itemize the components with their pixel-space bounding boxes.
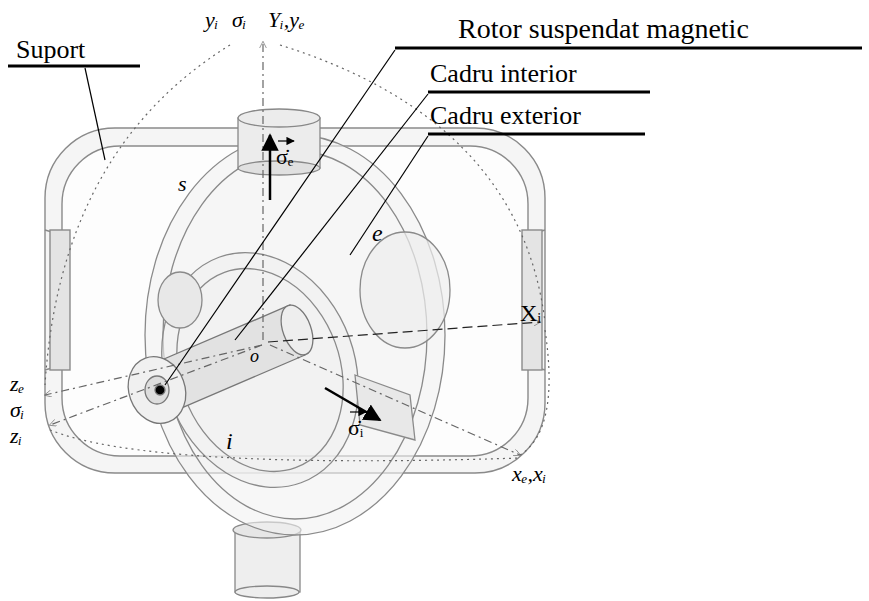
callout-label: Cadru exterior xyxy=(430,102,581,131)
callout-label: Cadru interior xyxy=(430,60,577,89)
rotor xyxy=(119,301,319,432)
top-bearing xyxy=(238,109,320,175)
callout-label: Suport xyxy=(16,36,85,65)
vector-label: σ̇ᵢ xyxy=(348,416,363,440)
vector-label: σ̇ₑ xyxy=(276,145,294,169)
callout-label: Rotor suspendat magnetic xyxy=(458,14,749,45)
axis-label: Xᵢ xyxy=(520,300,541,326)
axis-label: yᵢ xyxy=(205,8,218,32)
axis-label: Yᵢ,yₑ xyxy=(268,8,305,32)
part-letter: s xyxy=(178,172,187,196)
vector-marks xyxy=(278,141,366,412)
velocity-vectors xyxy=(270,135,380,420)
leader-lines xyxy=(8,48,862,385)
axis-label: σᵢ xyxy=(232,8,246,32)
part-letter: i xyxy=(226,428,233,454)
axis-label: zᵢ xyxy=(10,424,22,448)
axis-label: xₑ,xᵢ xyxy=(512,462,546,486)
base-stub xyxy=(235,530,300,598)
part-letter: e xyxy=(372,220,383,246)
origin-label: o xyxy=(250,347,259,367)
axis-label: zₑ xyxy=(10,372,24,396)
axis-label: σᵢ xyxy=(10,398,24,422)
support-frame xyxy=(45,128,545,538)
